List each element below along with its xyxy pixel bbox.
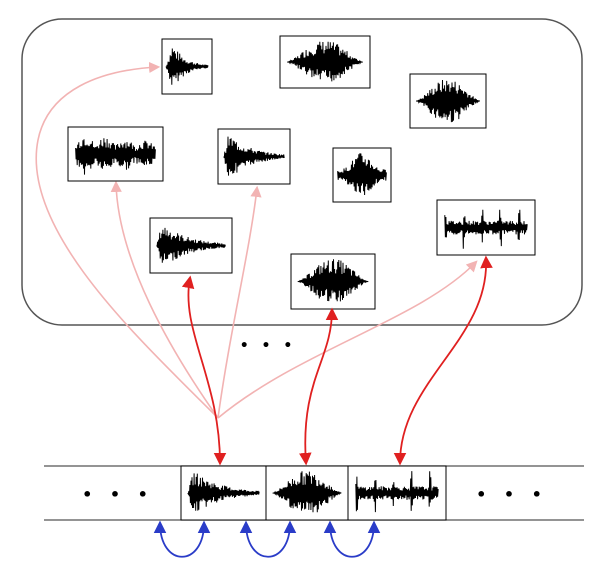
pool-unit-9 — [436, 199, 536, 256]
sequence-track: • • • • • • — [44, 465, 584, 521]
pool-unit-2-waveform — [287, 41, 363, 82]
track-right-ellipsis: • • • — [476, 485, 548, 504]
pool-unit-6-waveform — [337, 153, 387, 196]
pool-unit-4-waveform — [75, 138, 156, 175]
sequence-segment-3-waveform — [355, 471, 439, 513]
selected-link-3 — [393, 255, 493, 466]
pool-unit-3-waveform — [416, 79, 480, 123]
concatenation-link-1 — [153, 520, 211, 558]
pool-unit-1 — [161, 38, 213, 95]
selected-link-1 — [181, 275, 227, 466]
pool-unit-8 — [290, 253, 376, 310]
pool-unit-5 — [217, 128, 291, 185]
sequence-segment-2-waveform — [272, 471, 342, 513]
selected-links — [181, 255, 493, 466]
sequence-segments — [180, 465, 447, 521]
sequence-segment-1-waveform — [187, 473, 260, 511]
pool-ellipsis: • • • — [240, 338, 297, 354]
pool-unit-5-waveform — [223, 136, 285, 176]
pool-unit-2 — [279, 35, 371, 89]
concatenation-links — [153, 520, 381, 558]
sequence-segment-2 — [265, 465, 349, 521]
pool-unit-1-waveform — [165, 48, 209, 85]
pool-unit-7-waveform — [156, 227, 226, 263]
pool-unit-8-waveform — [297, 259, 369, 302]
concatenation-link-2 — [239, 520, 297, 558]
track-left-ellipsis: • • • — [82, 485, 154, 504]
sequence-segment-1 — [180, 465, 267, 521]
selected-link-2 — [298, 307, 339, 466]
candidate-link-1 — [35, 61, 219, 419]
pool-unit-7 — [149, 217, 233, 274]
pool-unit-9-waveform — [444, 209, 528, 249]
pool-units — [67, 35, 536, 310]
concatenation-link-3 — [323, 520, 381, 558]
pool-unit-4 — [67, 126, 164, 182]
pool-unit-6 — [332, 147, 392, 203]
pool-unit-3 — [409, 73, 487, 129]
sequence-segment-3 — [347, 465, 447, 521]
